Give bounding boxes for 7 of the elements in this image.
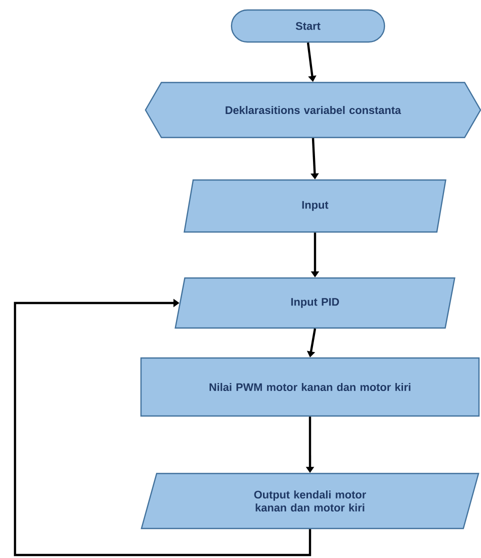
- process-box: Nilai PWM motor kanan dan motor kiri: [140, 357, 480, 417]
- output-parallelogram: Output kendali motor kanan dan motor kiri: [140, 472, 480, 530]
- input-parallelogram: Input PID: [174, 277, 456, 329]
- arrow: [14, 298, 312, 556]
- input-parallelogram: Input: [184, 179, 446, 233]
- start-terminal: Start: [230, 9, 386, 43]
- preparation-hexagon: Deklarasitions variabel constanta: [144, 82, 481, 138]
